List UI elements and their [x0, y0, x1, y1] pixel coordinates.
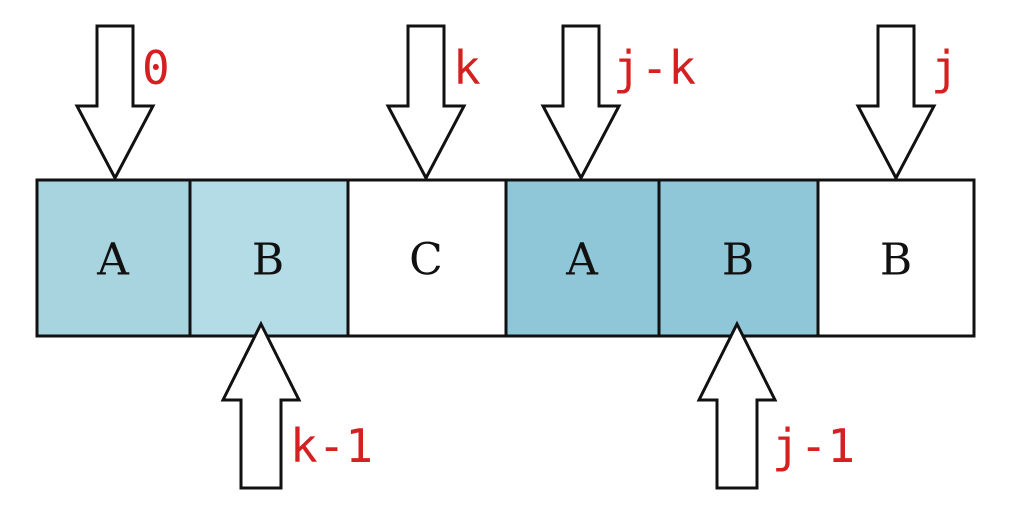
bottom-pointers: k-1 j-1: [220, 320, 855, 490]
cell-box-5: [816, 178, 976, 338]
pointer-label-k-1: k-1: [290, 419, 373, 473]
down-arrow-icon: [74, 24, 156, 182]
top-pointers: 0 k j-k j: [74, 24, 959, 182]
down-arrow-icon: [385, 24, 467, 182]
down-arrow-icon: [855, 24, 937, 182]
cell-box-0: [35, 178, 192, 338]
cell-letter-3: A: [565, 235, 599, 286]
pointer-label-k: k: [453, 41, 481, 95]
pointer-bottom-j-1: j-1: [696, 320, 855, 490]
array-cell-0: A: [35, 178, 192, 338]
array-cell-5: B: [816, 178, 976, 338]
pointer-label-j: j: [931, 41, 959, 95]
array-row: A B C A B B: [35, 178, 976, 338]
down-arrow-icon: [540, 24, 622, 182]
array-cell-3: A: [504, 178, 661, 338]
pointer-top-j-k: j-k: [540, 24, 696, 182]
pointer-label-j-k: j-k: [613, 41, 696, 95]
cell-box-2: [346, 178, 508, 338]
cell-letter-1: B: [252, 235, 284, 286]
pointer-top-0: 0: [74, 24, 170, 182]
array-cell-4: B: [657, 178, 820, 338]
pointer-label-j-1: j-1: [772, 419, 855, 473]
pointer-bottom-k-1: k-1: [220, 320, 373, 490]
up-arrow-icon: [220, 320, 302, 490]
pointer-top-k: k: [385, 24, 481, 182]
up-arrow-icon: [696, 320, 778, 490]
pointer-label-0: 0: [142, 41, 170, 95]
cell-letter-4: B: [722, 235, 754, 286]
cell-letter-5: B: [880, 235, 912, 286]
pointer-top-j: j: [855, 24, 959, 182]
array-cell-2: C: [346, 178, 508, 338]
cell-box-1: [188, 178, 350, 338]
array-cell-1: B: [188, 178, 350, 338]
cell-letter-0: A: [96, 235, 130, 286]
cell-letter-2: C: [409, 235, 443, 286]
